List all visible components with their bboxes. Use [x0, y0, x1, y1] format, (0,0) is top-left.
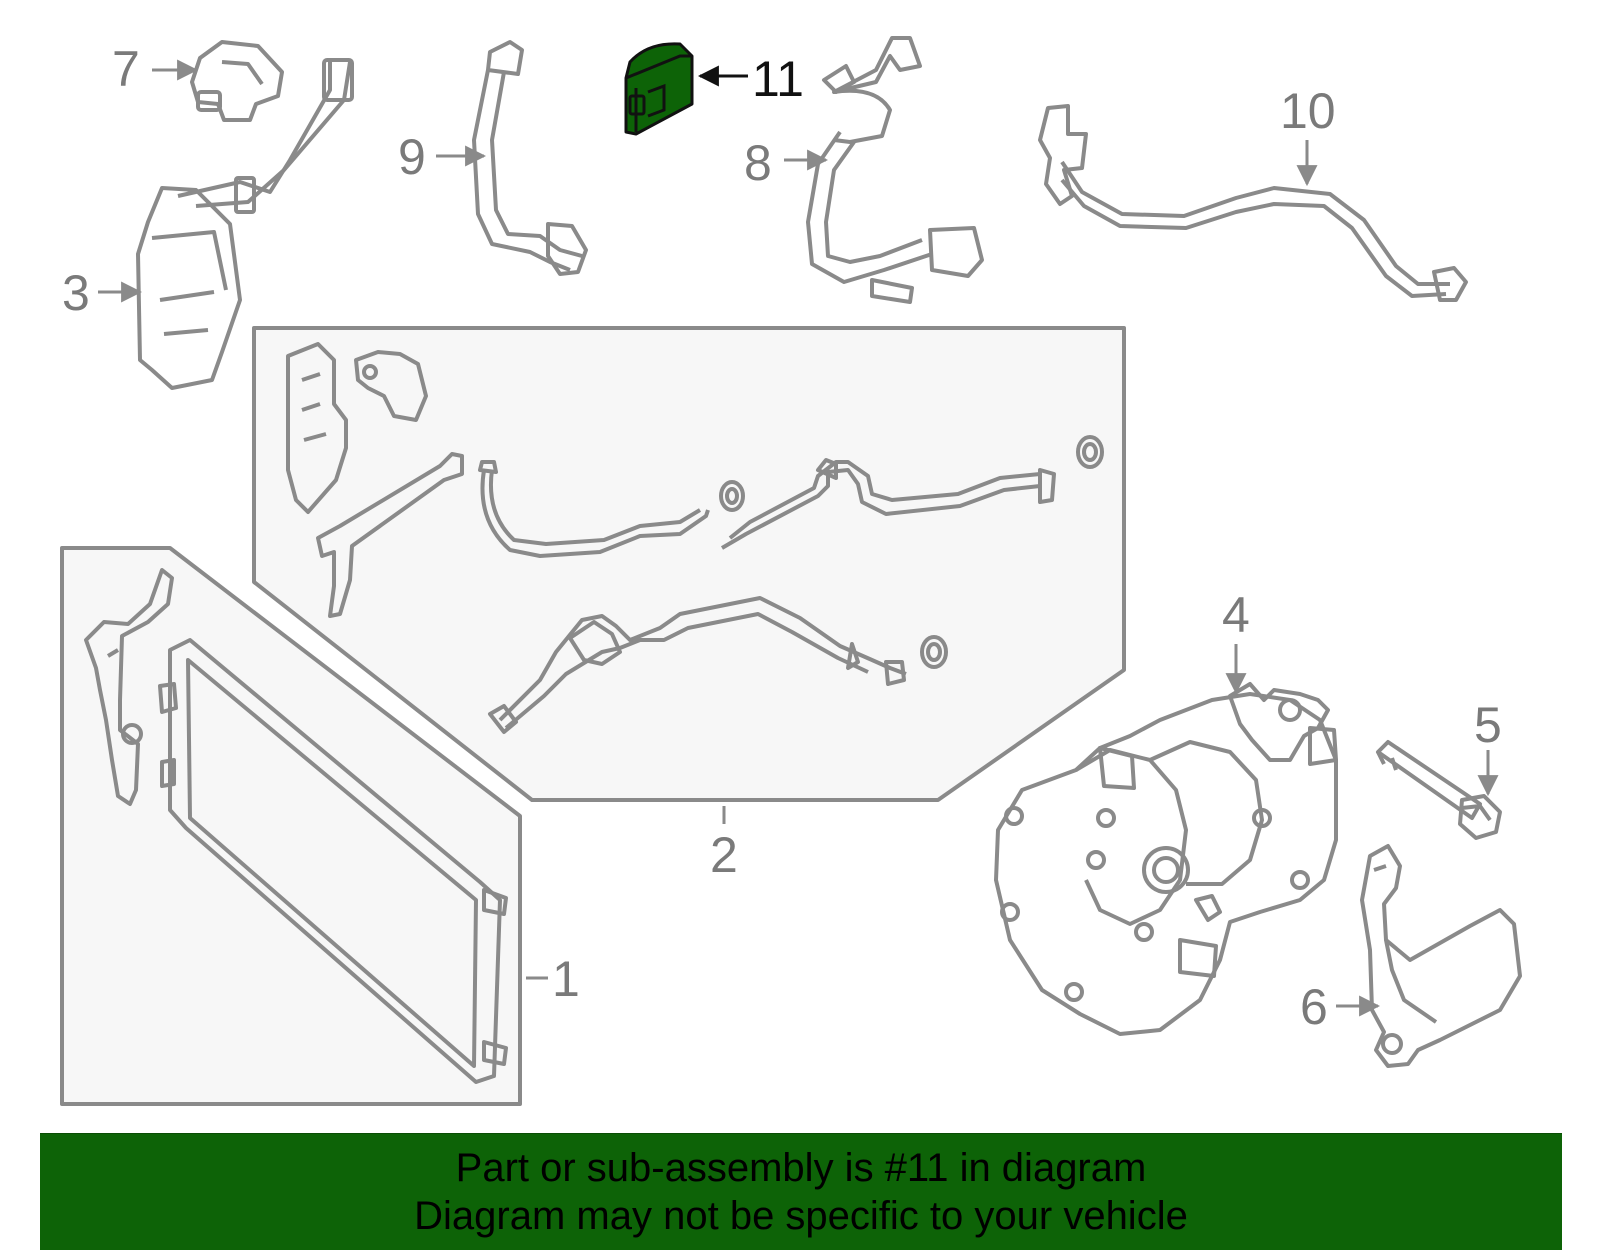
- part-6-shield[interactable]: [1360, 844, 1522, 1068]
- part-5-bolt[interactable]: [1376, 740, 1502, 840]
- callout-7: 7: [112, 41, 140, 97]
- part-7-bracket[interactable]: [190, 40, 284, 122]
- banner-line-part-number: Part or sub-assembly is #11 in diagram: [455, 1146, 1147, 1190]
- callout-9: 9: [398, 129, 426, 185]
- callout-3: 3: [62, 265, 90, 321]
- callout-10: 10: [1280, 83, 1336, 139]
- callout-1: 1: [552, 951, 580, 1007]
- part-10-line[interactable]: [1038, 104, 1468, 302]
- callout-4: 4: [1222, 587, 1250, 643]
- part-1-condenser-box[interactable]: [60, 546, 522, 1106]
- callout-8: 8: [744, 135, 772, 191]
- part-4-compressor[interactable]: [994, 682, 1338, 1036]
- banner-line-disclaimer: Diagram may not be specific to your vehi…: [414, 1194, 1188, 1238]
- callout-2: 2: [710, 827, 738, 883]
- part-11-highlighted[interactable]: [624, 42, 694, 136]
- callout-6: 6: [1300, 979, 1328, 1035]
- part-2-kit-box[interactable]: [252, 326, 1126, 802]
- info-banner: Part or sub-assembly is #11 in diagram D…: [40, 1133, 1562, 1250]
- callout-11: 11: [752, 51, 804, 107]
- part-3-receiver-drier[interactable]: [136, 58, 354, 390]
- part-8-hose[interactable]: [806, 36, 984, 304]
- callout-5: 5: [1474, 697, 1502, 753]
- leader-lines: [98, 59, 1499, 1017]
- part-9-hose[interactable]: [472, 40, 588, 276]
